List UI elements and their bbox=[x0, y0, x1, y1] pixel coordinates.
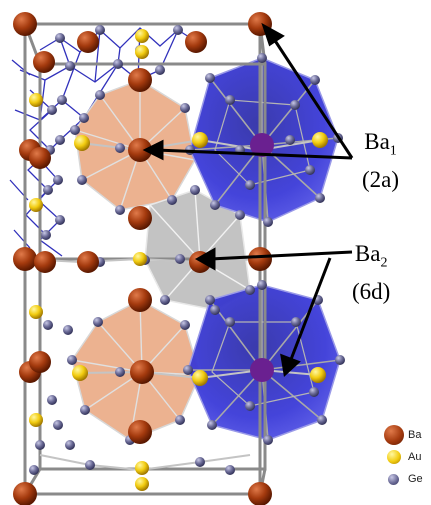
callout-arrows bbox=[142, 22, 354, 377]
ba2-site: (6d) bbox=[352, 278, 391, 304]
ba1-site: (2a) bbox=[362, 166, 400, 192]
ba1-label-main: Ba bbox=[364, 129, 390, 154]
legend-item-ge: Ge bbox=[384, 468, 423, 490]
legend-label-ge: Ge bbox=[408, 473, 423, 485]
ba2-label-main: Ba bbox=[354, 241, 381, 266]
ba1-callout-label: Ba1 (2a) bbox=[362, 128, 399, 194]
legend-item-ba: Ba bbox=[384, 424, 423, 446]
legend-label-au: Au bbox=[408, 451, 422, 463]
ba-swatch bbox=[384, 425, 404, 445]
atom-legend: Ba Au Ge bbox=[384, 424, 423, 490]
legend-item-au: Au bbox=[384, 446, 423, 468]
au-swatch bbox=[387, 450, 401, 464]
legend-label-ba: Ba bbox=[408, 429, 422, 441]
ba1-label-sub: 1 bbox=[389, 143, 397, 159]
ba2-callout-label: Ba2 (6d) bbox=[352, 240, 390, 306]
ge-swatch bbox=[388, 473, 399, 485]
au-atoms bbox=[29, 29, 328, 491]
ba2-label-sub: 2 bbox=[380, 255, 388, 271]
